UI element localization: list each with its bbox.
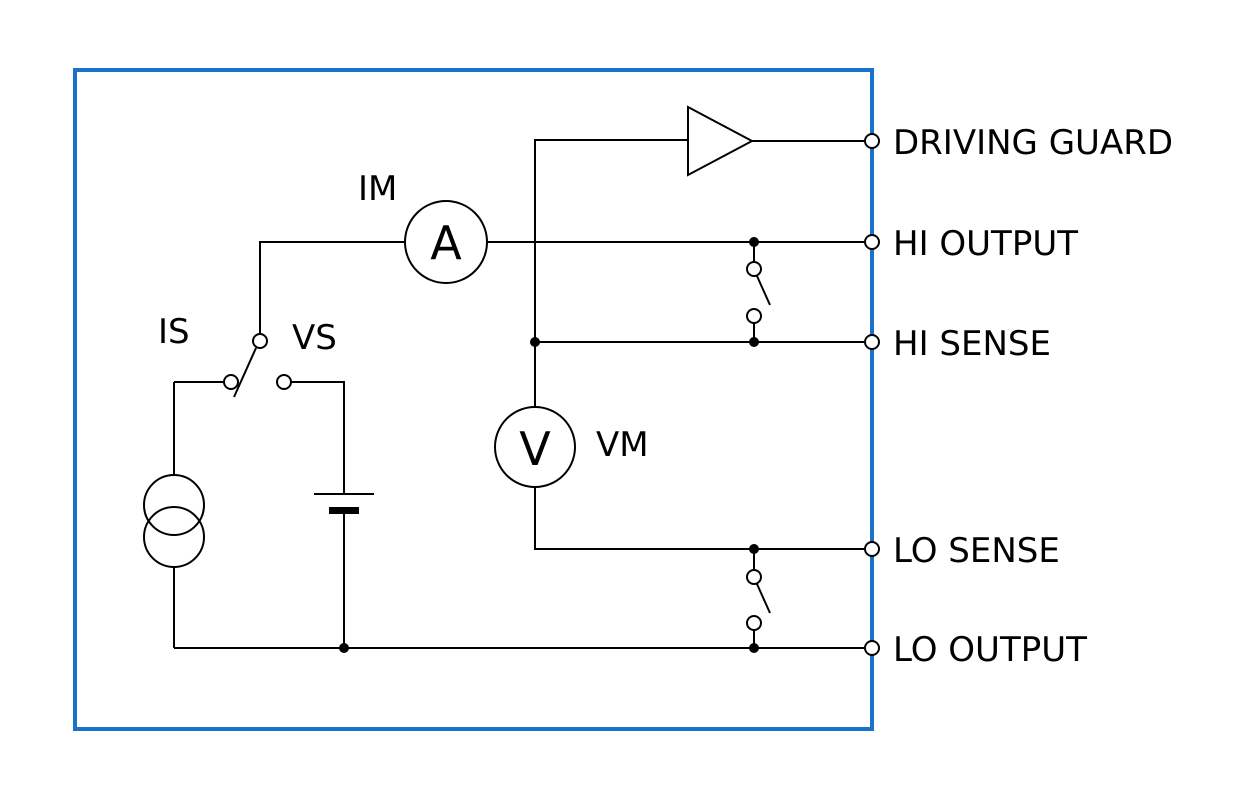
terminal-hi-output	[864, 234, 880, 250]
junction-dot	[749, 237, 759, 247]
label-hi-sense: HI SENSE	[893, 324, 1051, 364]
terminal-driving-guard	[864, 133, 880, 149]
junction-dots	[339, 237, 759, 653]
label-current-source: IS	[158, 312, 190, 352]
voltage-meter-symbol: V	[519, 422, 551, 476]
terminal-lo-sense	[864, 541, 880, 557]
hi-sense-switch	[746, 242, 771, 342]
output-terminals	[864, 133, 880, 656]
junction-dot	[749, 544, 759, 554]
label-current-meter: IM	[358, 169, 397, 209]
source-select-switch	[174, 333, 345, 494]
current-meter-symbol: A	[430, 216, 462, 270]
terminal-hi-sense	[864, 334, 880, 350]
voltage-meter-branch: V	[494, 342, 864, 550]
label-voltage-source: VS	[292, 318, 337, 358]
hi-output-wire	[259, 241, 864, 334]
label-lo-sense: LO SENSE	[893, 531, 1060, 571]
label-hi-output: HI OUTPUT	[893, 224, 1078, 264]
label-driving-guard: DRIVING GUARD	[893, 123, 1173, 163]
label-lo-output: LO OUTPUT	[893, 630, 1087, 670]
current-source	[143, 382, 205, 648]
junction-dot	[749, 643, 759, 653]
current-meter: A	[404, 200, 488, 284]
junction-dot	[749, 337, 759, 347]
terminal-lo-output	[864, 640, 880, 656]
instrument-enclosure	[73, 68, 874, 731]
junction-dot	[339, 643, 349, 653]
voltage-source	[314, 493, 374, 648]
guard-buffer	[534, 105, 864, 342]
lo-sense-switch	[746, 549, 771, 648]
label-voltage-meter: VM	[596, 425, 649, 465]
junction-dot	[530, 337, 540, 347]
